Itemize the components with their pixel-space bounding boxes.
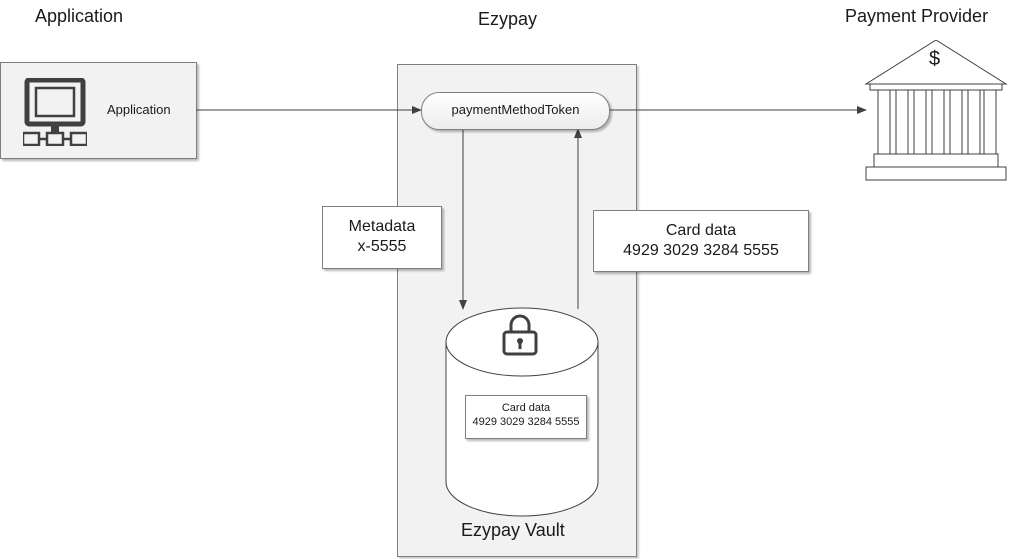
payment-method-token-pill[interactable]: paymentMethodToken bbox=[421, 92, 610, 130]
metadata-note: Metadata x-5555 bbox=[322, 206, 442, 269]
application-heading: Application bbox=[35, 6, 124, 26]
card-data-line2: 4929 3029 3284 5555 bbox=[623, 242, 779, 259]
vault-card-data: Card data 4929 3029 3284 5555 bbox=[465, 395, 587, 439]
card-data-line1: Card data bbox=[665, 222, 737, 239]
vault-card-line2: 4929 3029 3284 5555 bbox=[472, 415, 580, 428]
payment-provider-heading: Payment Provider bbox=[845, 6, 989, 26]
metadata-line2: x-5555 bbox=[357, 238, 407, 255]
vault-card-line1: Card data bbox=[501, 402, 551, 414]
application-box-label: Application bbox=[107, 102, 171, 117]
computer-network-icon bbox=[23, 78, 87, 146]
padlock-icon bbox=[502, 314, 538, 356]
payment-method-token-label: paymentMethodToken bbox=[451, 102, 580, 117]
bank-building-icon bbox=[864, 40, 1008, 181]
metadata-line1: Metadata bbox=[348, 218, 416, 235]
application-box[interactable]: Application bbox=[0, 62, 197, 159]
card-data-note: Card data 4929 3029 3284 5555 bbox=[593, 210, 809, 272]
ezypay-heading: Ezypay bbox=[478, 9, 538, 29]
vault-label: Ezypay Vault bbox=[461, 520, 565, 540]
dollar-symbol: $ bbox=[929, 48, 941, 70]
